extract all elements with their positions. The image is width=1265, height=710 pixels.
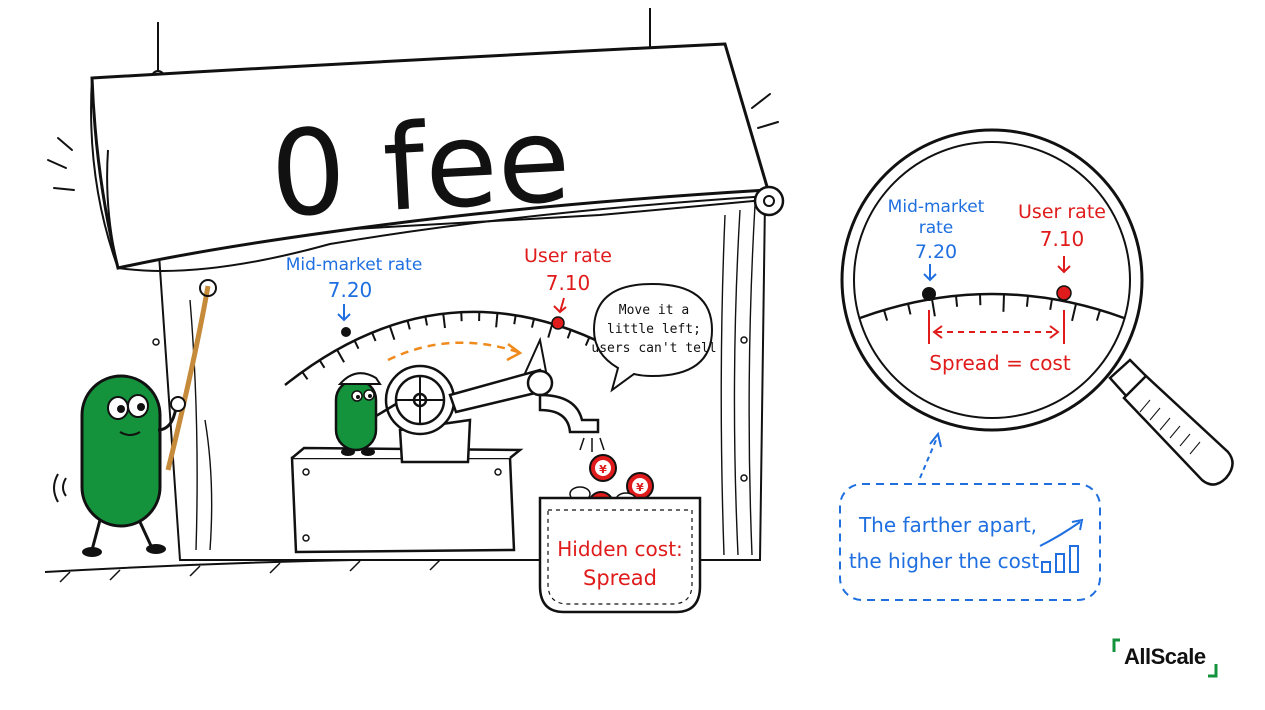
speech-line-3: users can't tell bbox=[591, 341, 716, 356]
curtain-rivet bbox=[740, 336, 748, 344]
water-drops bbox=[579, 437, 605, 452]
callout-box bbox=[839, 483, 1101, 601]
magnifier-user-label: User rate bbox=[1018, 201, 1106, 223]
tick-mark bbox=[584, 336, 591, 346]
tick-mark bbox=[318, 359, 326, 369]
rope bbox=[165, 285, 211, 471]
tick-mark bbox=[883, 309, 889, 321]
spread-arrowheads bbox=[932, 325, 1060, 339]
brand-logo: AllScale bbox=[1108, 636, 1228, 680]
callout-line-1: The farther apart, bbox=[858, 513, 1037, 537]
tick-mark bbox=[931, 298, 936, 317]
tick-mark bbox=[424, 316, 429, 326]
speech-line-2: little left; bbox=[607, 322, 701, 337]
callout-pointer bbox=[919, 439, 937, 479]
tick-mark bbox=[566, 329, 572, 339]
callout-line-2: the higher the cost bbox=[849, 549, 1040, 573]
magnifier-lens-inner bbox=[853, 141, 1131, 419]
gauge-user-arrow bbox=[553, 297, 567, 314]
magnifier-scale-arc bbox=[859, 292, 1125, 320]
green-character-large bbox=[53, 374, 186, 557]
tick-mark bbox=[907, 303, 912, 315]
machine-rivet bbox=[302, 534, 310, 542]
magnifier-mid-marker bbox=[922, 287, 936, 301]
pocket-line-2: Spread bbox=[583, 566, 657, 590]
gauge-user-marker bbox=[551, 316, 565, 330]
gauge-user-value: 7.10 bbox=[546, 271, 591, 295]
pocket-line-1: Hidden cost: bbox=[557, 537, 683, 561]
tick-mark bbox=[1095, 309, 1101, 321]
brand-name: AllScale bbox=[1124, 644, 1206, 669]
motion-lines-right bbox=[751, 93, 779, 129]
tick-mark bbox=[547, 323, 554, 338]
tick-mark bbox=[353, 340, 360, 350]
hidden-pocket bbox=[538, 496, 702, 614]
magnifier-user-value: 7.10 bbox=[1040, 227, 1085, 251]
banner-title: 0 fee bbox=[267, 90, 573, 243]
banner-bottom-edge bbox=[117, 195, 769, 272]
machine-rivet bbox=[494, 468, 502, 476]
tick-mark bbox=[1071, 303, 1077, 322]
magnifier-mid-label-line1: Mid-market bbox=[888, 197, 985, 217]
tick-mark bbox=[1025, 295, 1029, 307]
tick-mark bbox=[1002, 294, 1005, 312]
svg-text:¥: ¥ bbox=[636, 481, 644, 494]
speech-line-1: Move it a bbox=[619, 303, 689, 318]
tick-mark bbox=[513, 315, 517, 325]
pulley-wheel bbox=[753, 185, 785, 217]
magnifier-user-marker bbox=[1056, 285, 1072, 301]
tick-mark bbox=[388, 325, 396, 340]
tick-mark bbox=[301, 371, 309, 380]
machine-rivet bbox=[302, 468, 310, 476]
coin: ¥ bbox=[589, 454, 617, 482]
magnifier-mid-label-line2: rate bbox=[919, 218, 954, 238]
magnifier-user-arrow bbox=[1057, 256, 1071, 274]
green-character-small bbox=[334, 372, 397, 456]
gauge-mid-marker bbox=[341, 327, 351, 337]
curtain-folds bbox=[189, 204, 756, 556]
tick-mark bbox=[406, 320, 411, 330]
motion-lines-left bbox=[47, 137, 75, 191]
speech-bubble bbox=[592, 282, 714, 393]
tick-mark bbox=[336, 349, 345, 363]
magnifier-spread-text: Spread = cost bbox=[929, 351, 1071, 375]
tick-mark bbox=[1049, 298, 1053, 310]
tick-mark bbox=[371, 332, 377, 342]
pulley-hub bbox=[763, 195, 775, 207]
rope-ring bbox=[199, 279, 217, 297]
logo-brackets-icon bbox=[1112, 638, 1218, 678]
tick-mark bbox=[495, 312, 499, 328]
magnifier-handle bbox=[1108, 358, 1234, 486]
wheel-spokes bbox=[396, 376, 444, 424]
svg-text:¥: ¥ bbox=[599, 463, 607, 476]
magnifier-ticks bbox=[883, 294, 1101, 322]
curtain-rivet bbox=[740, 474, 748, 482]
tick-mark bbox=[955, 295, 959, 307]
tick-mark bbox=[530, 318, 535, 328]
gauge-ticks bbox=[301, 311, 591, 380]
banner-curl bbox=[90, 77, 119, 269]
magnifier-mid-arrow bbox=[923, 264, 937, 282]
dashed-shift-arrow bbox=[387, 341, 519, 362]
pocket-stitching bbox=[547, 509, 693, 605]
dashed-shift-arrowhead bbox=[506, 343, 523, 362]
gauge-user-label: User rate bbox=[524, 245, 612, 267]
callout-pointer-head bbox=[929, 431, 942, 448]
tick-mark bbox=[442, 313, 446, 329]
curtain-rivet bbox=[152, 338, 160, 346]
gauge-mid-value: 7.20 bbox=[328, 278, 373, 302]
magnifier-mid-value: 7.20 bbox=[915, 241, 957, 263]
rising-bars-icon bbox=[1039, 518, 1084, 573]
gauge-mid-arrow bbox=[337, 304, 351, 322]
gauge-mid-label: Mid-market rate bbox=[286, 255, 423, 275]
